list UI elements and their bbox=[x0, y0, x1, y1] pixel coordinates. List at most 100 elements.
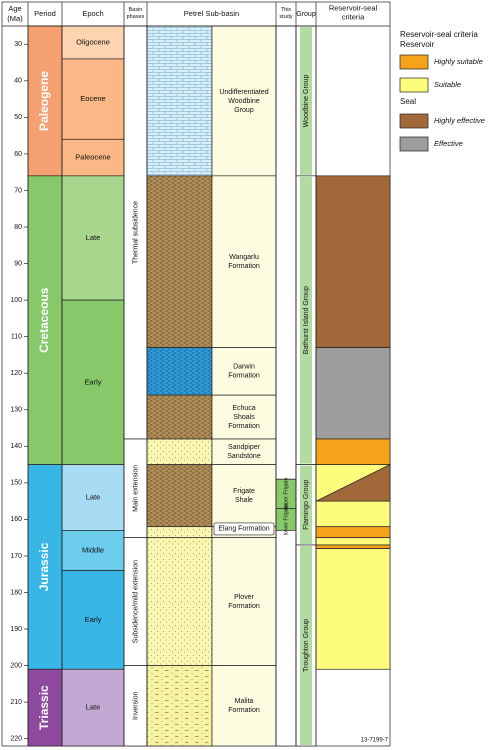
formation-label-cell bbox=[211, 394, 277, 440]
epoch-label: Paleocene bbox=[75, 153, 110, 162]
formation-label: Sandstone bbox=[227, 453, 261, 460]
header-age: Age bbox=[8, 4, 21, 13]
age-tick-label: 180 bbox=[10, 589, 22, 596]
age-tick-label: 220 bbox=[10, 736, 22, 743]
header-this-study: This bbox=[281, 7, 292, 13]
age-tick-label: 40 bbox=[14, 78, 22, 85]
period-label: Triassic bbox=[37, 685, 51, 730]
elang-callout bbox=[213, 522, 275, 536]
age-tick-label: 90 bbox=[14, 260, 22, 267]
formation-label: Undifferentiated bbox=[219, 89, 268, 96]
legend-seal-heading: Seal bbox=[400, 97, 416, 106]
period-label: Cretaceous bbox=[37, 287, 51, 353]
age-tick-label: 60 bbox=[14, 151, 22, 158]
age-tick-label: 30 bbox=[14, 41, 22, 48]
formation-label: Formation bbox=[228, 603, 260, 610]
formation-label-cell bbox=[211, 438, 277, 465]
period-box bbox=[27, 668, 63, 747]
legend-swatch bbox=[399, 113, 429, 129]
formation-label: Formation bbox=[228, 373, 260, 380]
group-band bbox=[300, 465, 312, 544]
epoch-label: Late bbox=[86, 703, 101, 712]
header-reservoir-seal-criteria: Reservoir-seal bbox=[329, 3, 378, 12]
basin-phase-label: Subsidence/mild extension bbox=[132, 560, 139, 643]
group-label: Flamingo Group bbox=[303, 480, 310, 530]
epoch-label: Middle bbox=[82, 545, 104, 554]
legend-item-label: Suitable bbox=[434, 80, 461, 89]
formation-label-cell bbox=[211, 175, 277, 348]
header-basin-phases: phases bbox=[127, 14, 145, 20]
basin-phase-label: Thermal subsidence bbox=[132, 201, 139, 264]
age-tick-label: 100 bbox=[10, 297, 22, 304]
age-tick-label: 200 bbox=[10, 662, 22, 669]
formation-label: Elang Formation bbox=[218, 526, 269, 533]
formation-label: Group bbox=[234, 107, 254, 114]
epoch-box bbox=[61, 570, 125, 670]
period-label: Paleogene bbox=[37, 71, 51, 131]
legend-swatch bbox=[399, 77, 429, 93]
age-tick-label: 130 bbox=[10, 407, 22, 414]
formation-label: Wangarlu bbox=[229, 254, 259, 261]
header-age: (Ma) bbox=[7, 14, 23, 23]
formation-label-cell bbox=[211, 347, 277, 396]
basin-phase-label: Inversion bbox=[132, 691, 139, 720]
formation-label-cell bbox=[211, 537, 277, 666]
period-box bbox=[27, 25, 63, 177]
epoch-label: Oligocene bbox=[76, 37, 110, 46]
formation-label: Sandpiper bbox=[228, 444, 261, 451]
lithology-strip bbox=[146, 526, 213, 539]
epoch-box bbox=[61, 530, 125, 571]
period-label: Jurassic bbox=[37, 542, 51, 591]
lithology-strip bbox=[146, 394, 213, 440]
age-tick-label: 150 bbox=[10, 480, 22, 487]
age-tick-label: 80 bbox=[14, 224, 22, 231]
group-band bbox=[300, 545, 312, 745]
formation-label-cell bbox=[211, 25, 277, 177]
formation-label: Formation bbox=[228, 707, 260, 714]
age-tick-label: 190 bbox=[10, 626, 22, 633]
lithology-strip bbox=[146, 438, 213, 465]
epoch-box bbox=[61, 668, 125, 747]
formation-label: Darwin bbox=[233, 364, 255, 371]
group-band bbox=[300, 27, 312, 175]
legend-swatch bbox=[399, 54, 429, 70]
header-reservoir-seal-criteria: criteria bbox=[342, 12, 365, 21]
study-unit-label: upper Frigate bbox=[283, 477, 289, 510]
epoch-box bbox=[61, 299, 125, 465]
header-group: Group bbox=[296, 11, 316, 18]
criteria-block bbox=[315, 175, 391, 348]
epoch-label: Eocene bbox=[80, 94, 105, 103]
group-label: Woodbine Group bbox=[303, 74, 310, 127]
header-basin-phases: Basin bbox=[129, 7, 143, 13]
age-tick-label: 70 bbox=[14, 187, 22, 194]
criteria-block bbox=[315, 526, 391, 539]
period-box bbox=[27, 175, 63, 465]
formation-label: Shale bbox=[235, 497, 253, 504]
legend-item-label: Highly effective bbox=[434, 116, 485, 125]
header-epoch: Epoch bbox=[82, 9, 103, 18]
study-unit-label: lower Frigate bbox=[283, 504, 289, 536]
header-period: Period bbox=[34, 9, 56, 18]
formation-label: Frigate bbox=[233, 488, 255, 495]
lithology-strip bbox=[146, 25, 213, 177]
epoch-label: Late bbox=[86, 492, 101, 501]
study-cell bbox=[275, 25, 297, 480]
formation-label-cell bbox=[211, 665, 277, 747]
formation-label-cell bbox=[211, 464, 277, 528]
criteria-block bbox=[315, 537, 391, 546]
criteria-block bbox=[315, 500, 391, 528]
basin-phase-label: Main extension bbox=[132, 465, 139, 512]
lithology-strip bbox=[146, 464, 213, 528]
legend-reservoir-heading: Reservoir bbox=[400, 40, 435, 49]
formation-label: Woodbine bbox=[228, 98, 260, 105]
figure-id: 13-7199-7 bbox=[361, 738, 389, 744]
age-tick-label: 160 bbox=[10, 516, 22, 523]
age-tick-label: 140 bbox=[10, 443, 22, 450]
header-this-study: study bbox=[279, 14, 292, 20]
epoch-label: Late bbox=[86, 233, 101, 242]
formation-label: Formation bbox=[228, 263, 260, 270]
criteria-block bbox=[315, 347, 391, 440]
group-band bbox=[300, 176, 312, 464]
